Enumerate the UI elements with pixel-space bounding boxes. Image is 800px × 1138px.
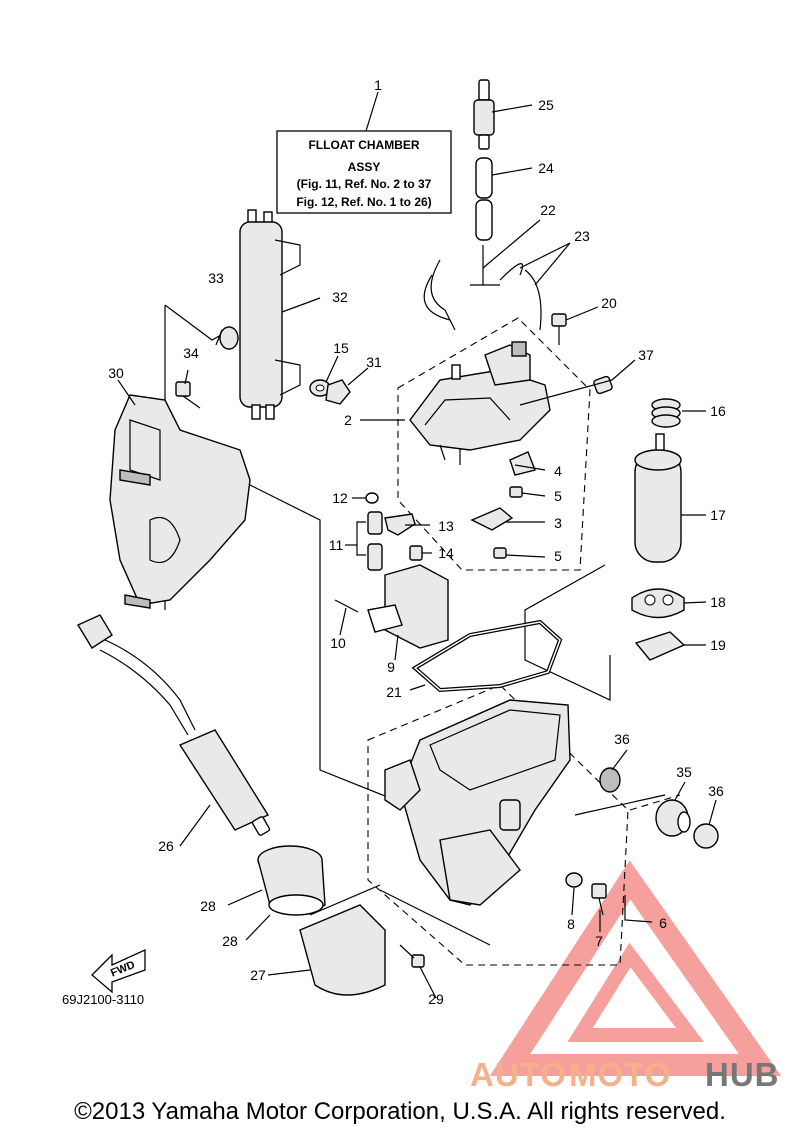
part-5-screws [493, 486, 523, 559]
part-33-grommet [219, 326, 239, 350]
callout-33: 33 [208, 270, 224, 286]
callout-23: 23 [574, 228, 590, 244]
callout-5b: 5 [554, 548, 562, 564]
callout-1: 1 [374, 77, 382, 93]
callout-9: 9 [387, 659, 395, 675]
part-25-fitting [473, 79, 495, 150]
part-35-mount [655, 799, 691, 837]
callout-leaders [117, 104, 717, 999]
part-36-grommets [599, 767, 719, 849]
part-22-23-hoses [423, 245, 542, 331]
callout-5a: 5 [554, 488, 562, 504]
callout-28b: 28 [222, 933, 238, 949]
title-box: FLLOAT CHAMBER ASSY (Fig. 11, Ref. No. 2… [276, 91, 452, 214]
callout-18: 18 [710, 594, 726, 610]
callout-13: 13 [438, 518, 454, 534]
title-line-1: FLLOAT CHAMBER [308, 138, 419, 152]
part-30-bracket [109, 394, 251, 609]
callout-34: 34 [183, 345, 199, 361]
callout-6: 6 [659, 915, 667, 931]
part-29-bolt [399, 944, 425, 968]
callout-36a: 36 [614, 731, 630, 747]
float-chamber-body [384, 699, 571, 906]
callout-8: 8 [567, 916, 575, 932]
diagram-code: 69J2100-3110 [62, 992, 144, 1007]
fwd-arrow-icon: FWD [91, 948, 146, 994]
callout-12: 12 [332, 490, 348, 506]
callout-15: 15 [333, 340, 349, 356]
watermark-auto: AUTO [470, 1056, 567, 1093]
watermark-text: AUTO MOTO HUB [470, 1056, 780, 1093]
title-line-3: (Fig. 11, Ref. No. 2 to 37 [297, 177, 432, 191]
part-28-sleeves [257, 845, 326, 916]
callout-17: 17 [710, 507, 726, 523]
watermark-logo [489, 860, 782, 1076]
part-3-plate [470, 507, 514, 531]
leader-lines [164, 304, 666, 946]
part-18-holder [631, 588, 685, 619]
part-4-plate [509, 451, 536, 476]
part-19-damper [634, 631, 686, 661]
callout-24: 24 [538, 160, 554, 176]
callout-27: 27 [250, 967, 266, 983]
callout-14: 14 [438, 545, 454, 561]
watermark-hub: HUB [705, 1056, 780, 1093]
callout-19: 19 [710, 637, 726, 653]
callout-25: 25 [538, 97, 554, 113]
part-10-pin [334, 599, 359, 613]
part-2-carb-body [409, 341, 551, 465]
part-31-nut [325, 379, 351, 405]
part-7-screw [591, 883, 607, 916]
callout-10: 10 [330, 635, 346, 651]
part-21-gasket [411, 619, 563, 693]
part-26-fuel-pump [76, 614, 271, 836]
part-12-13-14-needle [365, 492, 423, 561]
watermark-moto: MOTO [569, 1056, 671, 1093]
part-27-bracket [299, 904, 386, 996]
callout-7: 7 [595, 933, 603, 949]
part-11-needle-valve [367, 511, 383, 571]
callout-4: 4 [554, 463, 562, 479]
part-32-cooler [239, 209, 301, 420]
callout-21: 21 [386, 684, 402, 700]
callout-20: 20 [601, 295, 617, 311]
callout-2: 2 [344, 412, 352, 428]
dashed-outlines [367, 317, 681, 966]
part-9-float [367, 564, 449, 649]
callout-26: 26 [158, 838, 174, 854]
part-34-bolt [175, 381, 201, 409]
part-37-fitting [593, 375, 613, 395]
title-line-2: ASSY [348, 160, 381, 174]
part-24-hose [475, 157, 493, 241]
callout-30: 30 [108, 365, 124, 381]
part-8-washer [565, 872, 583, 888]
callout-29: 29 [428, 991, 444, 1007]
part-15-washer [309, 379, 331, 397]
part-17-pump [634, 433, 682, 563]
callout-11: 11 [329, 537, 344, 553]
callout-22: 22 [540, 202, 556, 218]
part-16-cap [651, 398, 681, 428]
copyright-notice: ©2013 Yamaha Motor Corporation, U.S.A. A… [74, 1098, 726, 1125]
callout-labels: 1 2 3 4 5 5 6 7 8 9 10 11 12 13 14 15 16… [108, 77, 726, 1007]
callout-32: 32 [332, 289, 348, 305]
callout-36b: 36 [708, 783, 724, 799]
callout-16: 16 [710, 403, 726, 419]
callout-28a: 28 [200, 898, 216, 914]
title-line-4: Fig. 12, Ref. No. 1 to 26) [296, 195, 431, 209]
callout-35: 35 [676, 764, 692, 780]
callout-37: 37 [638, 347, 654, 363]
callout-3: 3 [554, 515, 562, 531]
callout-31: 31 [366, 354, 382, 370]
part-20-screw [551, 313, 567, 345]
